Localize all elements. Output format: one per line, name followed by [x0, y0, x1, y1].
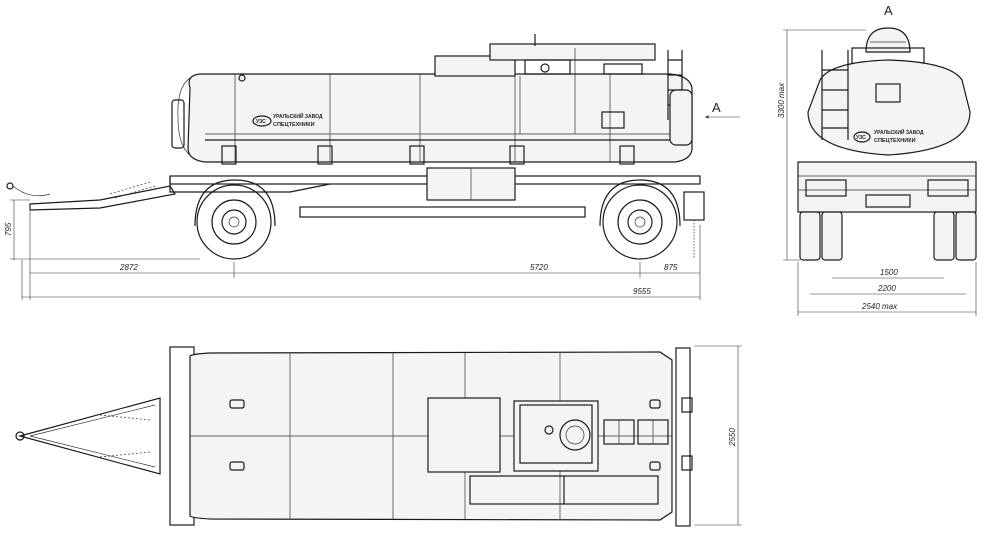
side-label-plate: [601, 111, 625, 129]
dim-total-length: 9555: [633, 287, 651, 296]
rear-dimensions: 3300 max 1500 2200 2540 max: [777, 29, 977, 316]
dim-track: 1500: [880, 268, 898, 277]
rear-view-wheels: [799, 211, 977, 261]
left-light-block: [805, 179, 847, 197]
side-dimensions: 795 2872 5720 875 9555: [4, 199, 701, 300]
rear-view-label: A: [884, 3, 893, 18]
side-underrun-bar: [299, 206, 586, 218]
logo-badge: УЗС: [256, 119, 266, 125]
tank-brackets: [221, 145, 635, 165]
rear-logo-line2: СПЕЦТЕХНИКИ: [874, 138, 916, 144]
rear-view: A УЗС УРАЛЬСКИЙ ЗАВОД СПЕЦТЕХНИКИ: [777, 3, 977, 316]
dim-total-height: 3300 max: [777, 82, 786, 118]
dim-rear-overhang: 875: [664, 263, 678, 272]
top-dome: [865, 27, 911, 53]
top-dimensions: 2550: [694, 345, 742, 526]
top-compartment-plan: [427, 397, 501, 473]
rear-frame: [675, 347, 691, 527]
tank-shell: [187, 73, 693, 163]
rear-ladder: [821, 50, 849, 140]
tank-logo: УЗС УРАЛЬСКИЙ ЗАВОД СПЕЦТЕХНИКИ: [252, 112, 323, 128]
front-wheel: [196, 184, 272, 260]
logo-line2: СПЕЦТЕХНИКИ: [273, 122, 315, 128]
dim-tow-height: 795: [4, 222, 13, 236]
right-light-block: [927, 179, 969, 197]
hatch-valve: [540, 63, 550, 73]
tow-eye: [6, 182, 14, 190]
section-marker-a: A: [712, 100, 721, 115]
logo-line1: УРАЛЬСКИЙ ЗАВОД: [273, 112, 323, 120]
rear-ladder-box: [171, 99, 185, 149]
dim-front-overhang: 2872: [119, 263, 138, 272]
dim-total-width: 2540 max: [861, 302, 898, 311]
top-compartment: [434, 55, 516, 77]
rear-logo: УЗС УРАЛЬСКИЙ ЗАВОД СПЕЦТЕХНИКИ: [853, 128, 924, 144]
rear-bumper: [797, 161, 977, 213]
rear-wheel: [602, 184, 678, 260]
dim-body-width: 2550: [728, 428, 737, 447]
rear-logo-badge: УЗС: [856, 135, 866, 141]
drawbar: [6, 181, 176, 211]
walkway-railing: [489, 43, 656, 61]
side-view: УЗС УРАЛЬСКИЙ ЗАВОД СПЕЦТЕХНИКИ: [4, 34, 740, 300]
dim-axle-width: 2200: [877, 284, 896, 293]
side-ladder: [667, 50, 683, 120]
dim-wheelbase: 5720: [530, 263, 548, 272]
hatch-platform: [513, 400, 599, 472]
top-view: 2550: [15, 345, 742, 527]
rear-mudguard: [683, 191, 705, 221]
rear-logo-line1: УРАЛЬСКИЙ ЗАВОД: [874, 128, 924, 136]
rear-label-plate: [875, 83, 901, 103]
manhole-cover: [559, 419, 591, 451]
top-drawbar: [17, 397, 161, 475]
